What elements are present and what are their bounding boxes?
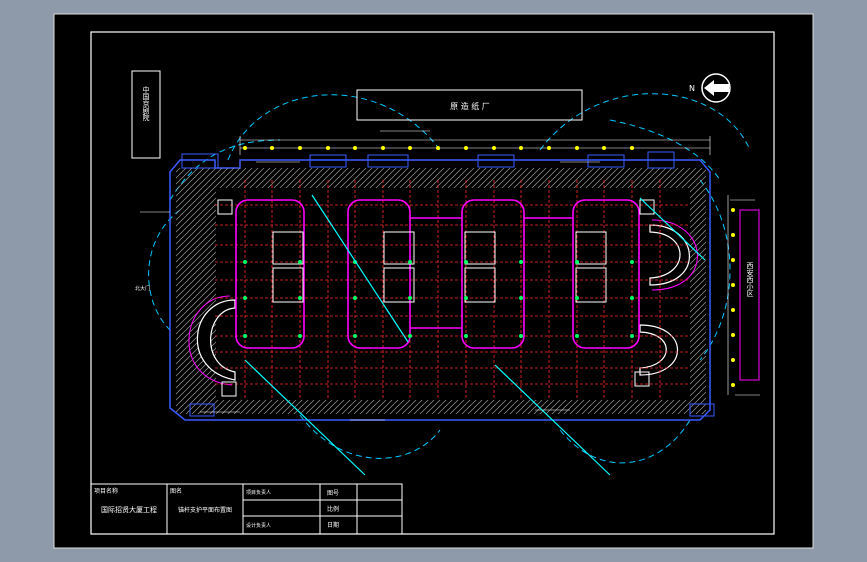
left-ramp	[188, 295, 236, 386]
row2-label: 设计负责人	[246, 522, 271, 529]
project-label: 项目名称	[94, 487, 118, 495]
factory-box	[356, 89, 583, 121]
core-blocks	[217, 199, 655, 397]
column-dots	[243, 260, 634, 338]
right-district-label: 西安西小区	[746, 262, 754, 297]
tower-outlines	[235, 199, 640, 349]
pit-boundary	[169, 159, 711, 421]
date-label: 日期	[327, 521, 339, 529]
north-label: N	[689, 84, 695, 93]
crane-arcs	[148, 93, 751, 464]
right-district-box	[739, 209, 760, 381]
drawing-no-label: 图号	[327, 490, 339, 497]
title-block	[90, 483, 403, 535]
left-marker-label: 北大门	[135, 285, 150, 292]
left-building-box	[131, 70, 161, 159]
north-arrow: N	[689, 73, 731, 103]
survey-marks	[181, 151, 715, 417]
section-lines	[244, 194, 706, 476]
top-ticks	[243, 146, 634, 150]
red-grid	[215, 180, 690, 400]
drawing-frame	[90, 31, 775, 535]
project-name: 国际招贤大厦工程	[101, 505, 157, 514]
right-ticks	[731, 208, 735, 387]
drawing-label: 图名	[170, 487, 182, 495]
left-building-label: 中国京剧院	[142, 85, 150, 122]
drawing-name: 锚杆支护平面布置图	[178, 506, 232, 514]
annotation-strokes	[140, 130, 760, 421]
factory-label: 原 造 纸 厂	[450, 101, 490, 111]
scale-label: 比例	[327, 505, 339, 513]
row1-label: 项目负责人	[246, 489, 271, 496]
